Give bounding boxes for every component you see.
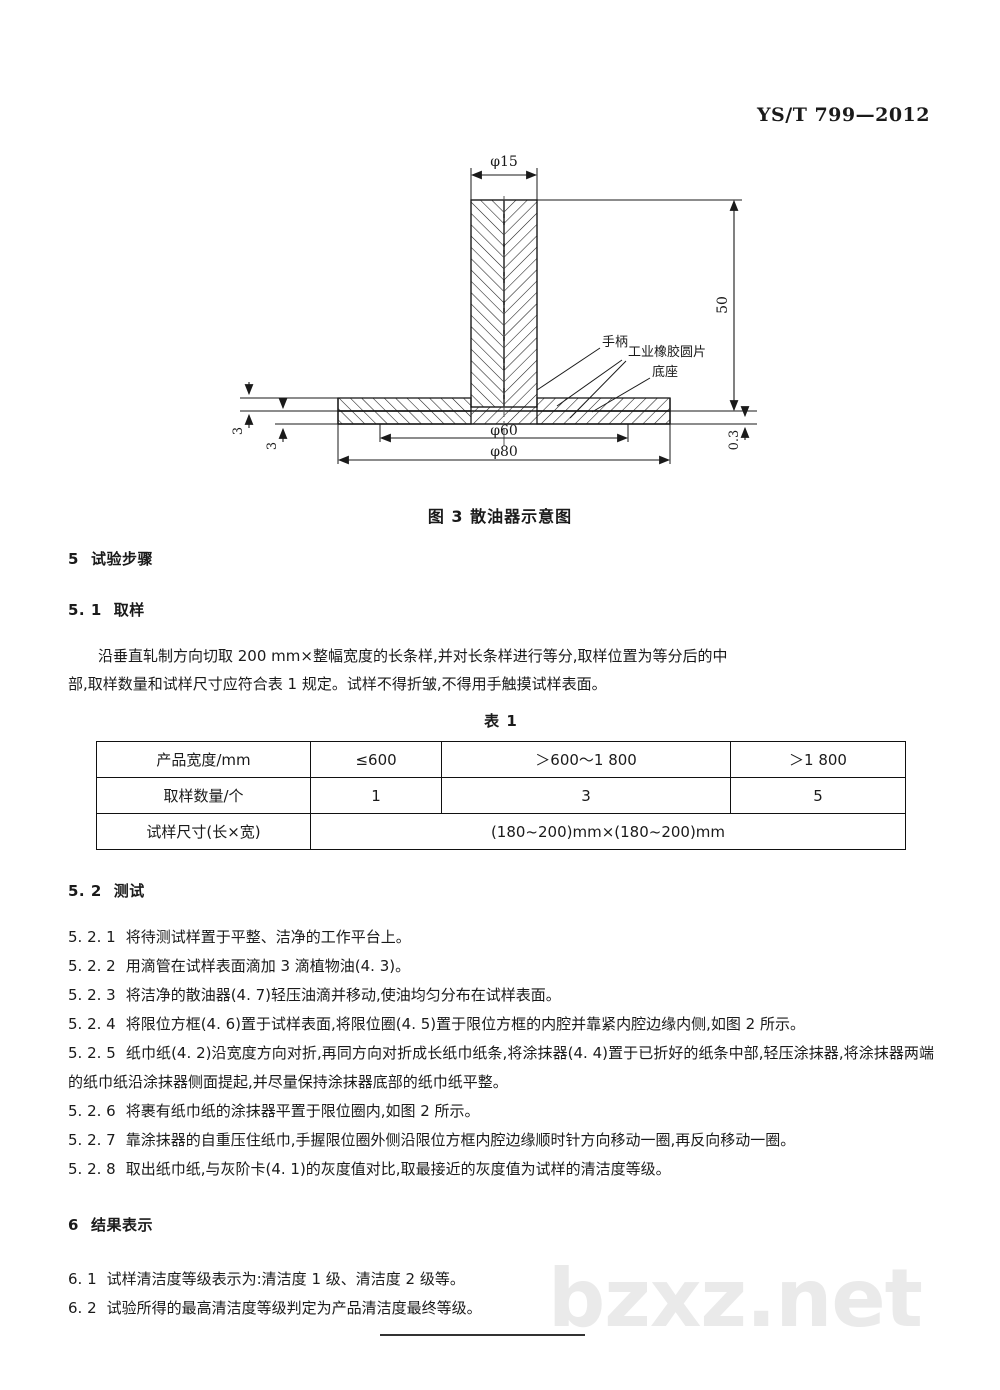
clause-6-1: 6. 1 试样清洁度等级表示为:清洁度 1 级、清洁度 2 级等。: [68, 1265, 934, 1294]
table-cell-specimen-size: (180~200)mm×(180~200)mm: [310, 813, 906, 850]
site-watermark: bzxz.net: [548, 1252, 923, 1345]
handle-column: [470, 199, 538, 408]
clause-text: 取出纸巾纸,与灰阶卡(4. 1)的灰度值对比,取最接近的灰度值为试样的清洁度等级…: [125, 1160, 671, 1178]
heading-section-5-1-title: 取样: [113, 601, 145, 619]
clause-number: 5. 2. 4: [68, 1015, 116, 1033]
clause-text: 将裹有纸巾纸的涂抹器平置于限位圈内,如图 2 所示。: [125, 1102, 480, 1120]
table-cell: ≤600: [309, 741, 443, 778]
heading-section-5-1: 5. 1 取样: [68, 599, 934, 620]
dimension-label-3-upper: 3: [231, 427, 246, 435]
clause-text: 用滴管在试样表面滴加 3 滴植物油(4. 3)。: [125, 957, 411, 975]
heading-section-5-2-title: 测试: [113, 882, 145, 900]
heading-section-5-1-number: 5. 1: [68, 601, 102, 619]
table-row: 产品宽度/mm ≤600 ＞600～1 800 ＞1 800: [96, 741, 906, 778]
table-row: 取样数量/个 1 3 5: [96, 777, 906, 814]
table-1-title: 表 1: [484, 712, 518, 730]
heading-section-6-title: 结果表示: [90, 1216, 153, 1234]
clause-5-2-4: 5. 2. 4 将限位方框(4. 6)置于试样表面,将限位圈(4. 5)置于限位方…: [68, 1010, 934, 1039]
clause-number: 5. 2. 3: [68, 986, 116, 1004]
dimension-phi80: φ80: [337, 424, 671, 465]
page-end-rule: [380, 1334, 585, 1336]
clause-text: 靠涂抹器的自重压住纸巾,手握限位圈外侧沿限位方框内腔边缘顺时针方向移动一圈,再反…: [125, 1131, 796, 1149]
dimension-gap-0-3: 0.3: [670, 406, 757, 451]
table-cell: ＞600～1 800: [441, 741, 732, 778]
dimension-phi15: φ15: [470, 154, 538, 204]
clause-5-2-6: 5. 2. 6 将裹有纸巾纸的涂抹器平置于限位圈内,如图 2 所示。: [68, 1097, 934, 1126]
table-cell: 1: [309, 777, 443, 814]
clause-number: 6. 2: [68, 1299, 97, 1317]
heading-section-5-number: 5: [68, 550, 79, 568]
part-label-base: 底座: [652, 364, 678, 380]
clause-5-2-2: 5. 2. 2 用滴管在试样表面滴加 3 滴植物油(4. 3)。: [68, 952, 934, 981]
table-cell-row-head: 产品宽度/mm: [96, 741, 311, 778]
figure-3-oil-spreader-diagram: φ15 50 0.3 3: [0, 150, 1000, 490]
clause-text: 试样清洁度等级表示为:清洁度 1 级、清洁度 2 级等。: [106, 1270, 465, 1288]
heading-section-5: 5 试验步骤: [68, 548, 934, 569]
table-1-sampling-requirements: 产品宽度/mm ≤600 ＞600～1 800 ＞1 800 取样数量/个 1 …: [96, 741, 906, 850]
clause-5-2-1: 5. 2. 1 将待测试样置于平整、洁净的工作平台上。: [68, 923, 934, 952]
document-body: 5 试验步骤 5. 1 取样 沿垂直轧制方向切取 200 mm×整幅宽度的长条样,并…: [68, 548, 934, 1323]
clause-number: 5. 2. 5: [68, 1044, 116, 1062]
clause-number: 5. 2. 2: [68, 957, 116, 975]
paragraph-5-1-line-1: 沿垂直轧制方向切取 200 mm×整幅宽度的长条样,并对长条样进行等分,取样位置…: [98, 647, 728, 665]
clause-5-2-7: 5. 2. 7 靠涂抹器的自重压住纸巾,手握限位圈外侧沿限位方框内腔边缘顺时针方向…: [68, 1126, 934, 1155]
dimension-label-50: 50: [715, 296, 731, 314]
table-cell-row-head: 试样尺寸(长×宽): [96, 813, 311, 850]
part-label-handle: 手柄: [602, 335, 628, 350]
clause-6-2: 6. 2 试验所得的最高清洁度等级判定为产品清洁度最终等级。: [68, 1294, 934, 1323]
heading-section-6: 6 结果表示: [68, 1214, 934, 1235]
clause-text: 试验所得的最高清洁度等级判定为产品清洁度最终等级。: [106, 1299, 482, 1317]
heading-section-5-title: 试验步骤: [90, 550, 153, 568]
dimension-height-50: 50: [537, 199, 757, 412]
paragraph-5-1-line-2: 部,取样数量和试样尺寸应符合表 1 规定。试样不得折皱,不得用手触摸试样表面。: [68, 675, 607, 693]
dimension-label-phi80: φ80: [490, 444, 518, 460]
dimension-thickness-3-lower: 3: [265, 398, 338, 450]
clause-number: 5. 2. 1: [68, 928, 116, 946]
dimension-label-0-3: 0.3: [727, 430, 742, 451]
heading-section-5-2-number: 5. 2: [68, 882, 102, 900]
clause-number: 5. 2. 7: [68, 1131, 116, 1149]
table-cell: 3: [441, 777, 732, 814]
heading-section-5-2: 5. 2 测试: [68, 880, 934, 901]
clause-number: 5. 2. 8: [68, 1160, 116, 1178]
dimension-label-3-lower: 3: [265, 442, 280, 450]
clause-text: 将洁净的散油器(4. 7)轻压油滴并移动,使油均匀分布在试样表面。: [125, 986, 561, 1004]
dimension-label-phi60: φ60: [490, 423, 518, 439]
figure-3-caption: 图 3 散油器示意图: [427, 507, 573, 526]
clause-5-2-3: 5. 2. 3 将洁净的散油器(4. 7)轻压油滴并移动,使油均匀分布在试样表面。: [68, 981, 934, 1010]
dimension-label-phi15: φ15: [490, 154, 518, 170]
dimension-phi60: φ60: [379, 423, 629, 443]
clause-text: 将限位方框(4. 6)置于试样表面,将限位圈(4. 5)置于限位方框的内腔并靠紧…: [125, 1015, 805, 1033]
table-cell: ＞1 800: [730, 741, 906, 778]
heading-section-6-number: 6: [68, 1216, 79, 1234]
clause-text: 纸巾纸(4. 2)沿宽度方向对折,再同方向对折成长纸巾纸条,将涂抹器(4. 4)…: [68, 1044, 934, 1091]
dimension-thickness-3-upper: 3: [231, 382, 338, 435]
clause-5-2-8: 5. 2. 8 取出纸巾纸,与灰阶卡(4. 1)的灰度值对比,取最接近的灰度值为试…: [68, 1155, 934, 1184]
leader-lines: [536, 347, 651, 419]
figure-3-svg: φ15 50 0.3 3: [231, 154, 757, 465]
clause-text: 将待测试样置于平整、洁净的工作平台上。: [125, 928, 411, 946]
page-header-standard-code: YS/T 799—2012: [756, 104, 930, 126]
table-row: 试样尺寸(长×宽) (180~200)mm×(180~200)mm: [96, 813, 906, 850]
table-cell: 5: [730, 777, 906, 814]
clause-number: 5. 2. 6: [68, 1102, 116, 1120]
clause-number: 6. 1: [68, 1270, 97, 1288]
table-cell-row-head: 取样数量/个: [96, 777, 311, 814]
part-label-rubber-disc: 工业橡胶圆片: [628, 344, 706, 360]
